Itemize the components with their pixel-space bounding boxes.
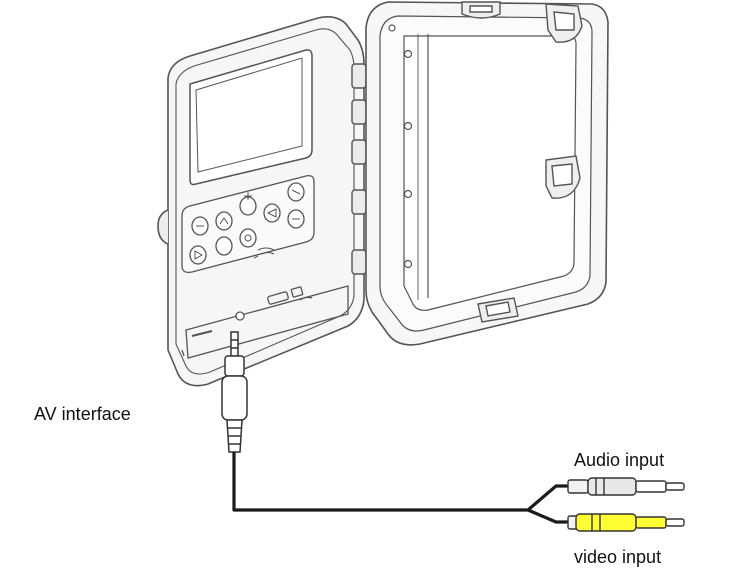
av-plug — [221, 331, 248, 453]
av-cable — [232, 452, 568, 524]
lcd-screen — [189, 49, 313, 186]
door-screws — [388, 22, 570, 269]
video-rca-plug — [567, 513, 685, 532]
port-panel — [181, 285, 349, 359]
camera-door — [365, 1, 609, 346]
delete-button-icon — [239, 228, 257, 248]
play-button-icon — [189, 245, 207, 265]
shot-button-icon — [215, 236, 233, 256]
up-button-icon — [215, 211, 233, 231]
audio-rca-plug — [567, 477, 685, 496]
door-latches — [461, 1, 583, 323]
left-button-icon — [263, 203, 281, 223]
keypad-panel — [181, 174, 315, 274]
av-interface-label: AV interface — [34, 404, 131, 424]
hinge — [351, 63, 367, 275]
audio-input-label: Audio input — [574, 450, 665, 470]
video-input-label: video input — [574, 547, 662, 567]
keypad-glyphs — [194, 189, 301, 260]
